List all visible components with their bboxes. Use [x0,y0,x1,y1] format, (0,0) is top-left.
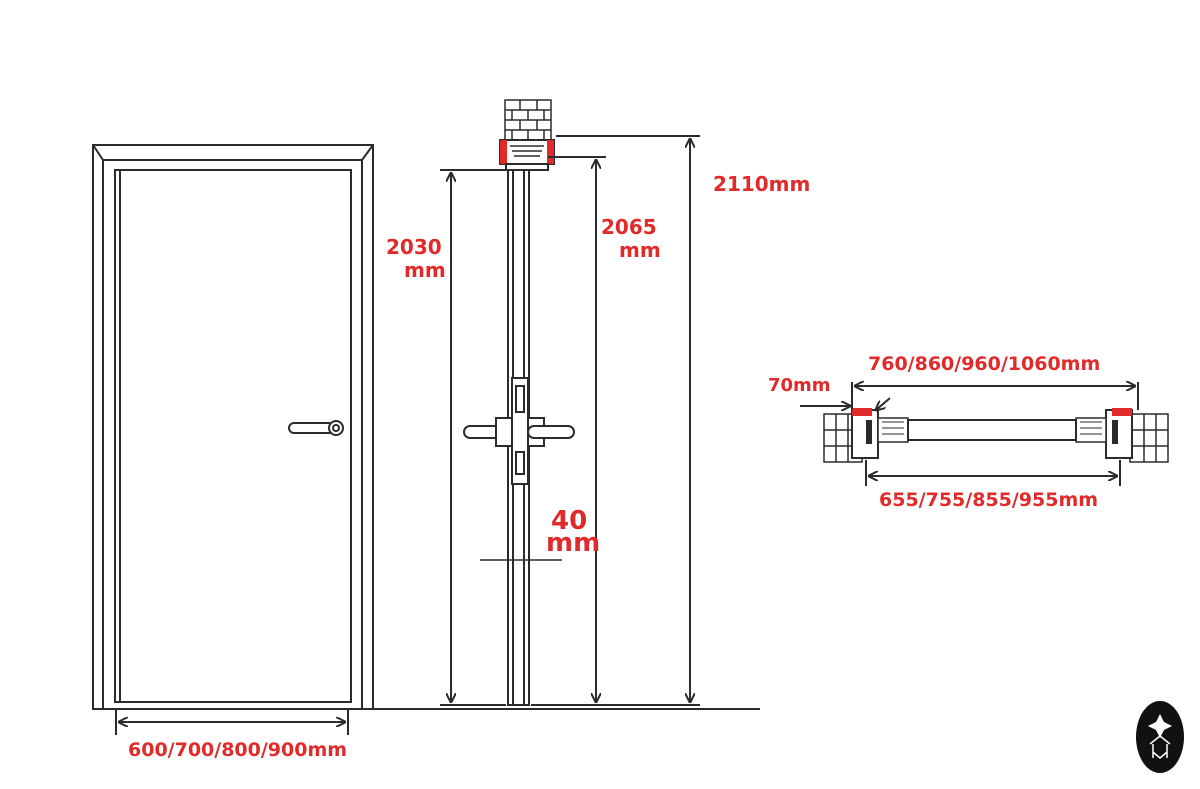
height-2110-label: 2110mm [713,172,811,196]
plan-section [800,382,1169,486]
door-width-dimension [115,709,349,735]
frame-depth-dimension [800,397,891,410]
door-front-view [92,144,374,710]
height-2030-unit: mm [404,258,446,282]
door-width-label: 600/700/800/900mm [128,739,348,761]
door-handle [288,420,344,436]
brick-wall-section [504,99,552,141]
height-2030-value: 2030 [386,235,442,259]
brand-logo [1136,701,1184,773]
frame-depth-label: 70mm [768,375,831,396]
frame-head-section [499,139,555,171]
height-2065-unit: mm [619,238,661,262]
height-2065-value: 2065 [601,215,657,239]
thickness-dimension [480,553,562,567]
right-wall-brick [1129,413,1169,463]
inner-width-dimension [865,460,1121,486]
door-leaf-plan [907,419,1077,441]
outer-width-label: 760/860/960/1060mm [868,353,1101,375]
thickness-unit: mm [546,528,601,558]
height-2110-dimension [556,135,700,706]
thickness-value: 40 [551,506,588,536]
lever-handle-section [463,377,575,485]
height-2065-dimension [531,156,606,706]
outer-width-dimension [851,382,1139,410]
left-frame-jamb [851,408,909,459]
height-2030-dimension [440,169,506,706]
inner-width-label: 655/755/855/955mm [879,489,1099,511]
right-frame-jamb [1075,408,1133,459]
